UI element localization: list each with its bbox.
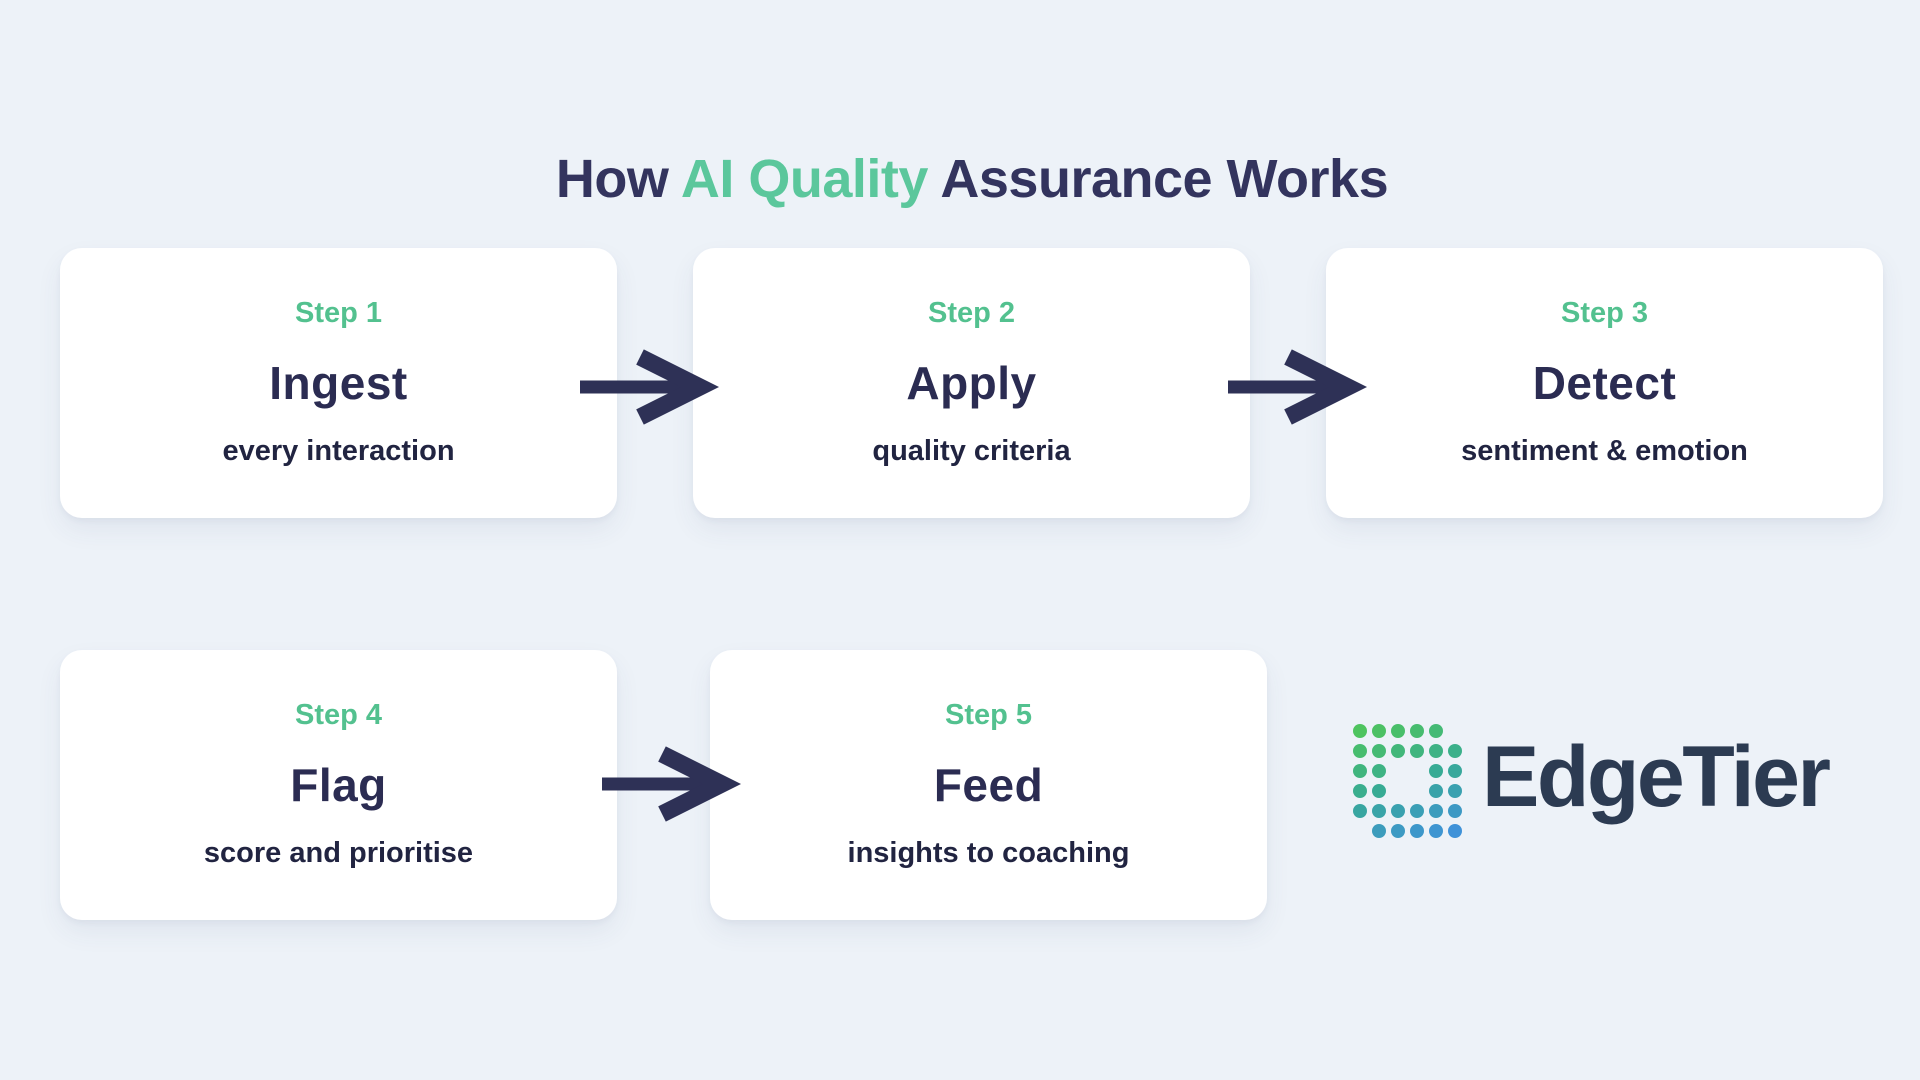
logo-dot (1372, 784, 1386, 798)
step-subtitle: quality criteria (872, 435, 1071, 468)
step-card-3: Step 3 Detect sentiment & emotion (1326, 248, 1883, 518)
logo-dots-icon (1353, 724, 1462, 838)
flow-arrow-icon-1 (580, 349, 720, 425)
step-card-1: Step 1 Ingest every interaction (60, 248, 617, 518)
logo-dot (1391, 784, 1405, 798)
logo-dot (1353, 824, 1367, 838)
logo-dot (1391, 824, 1405, 838)
logo-dot (1448, 784, 1462, 798)
logo-dot (1410, 824, 1424, 838)
step-subtitle: insights to coaching (847, 837, 1130, 870)
step-title: Flag (290, 758, 387, 811)
logo-dot (1429, 764, 1443, 778)
logo-dot (1372, 744, 1386, 758)
logo-dot (1353, 724, 1367, 738)
step-subtitle: every interaction (222, 435, 455, 468)
step-label: Step 3 (1560, 296, 1649, 329)
logo-dot (1448, 724, 1462, 738)
logo-dot (1410, 784, 1424, 798)
logo-dot (1372, 764, 1386, 778)
logo-dot (1391, 804, 1405, 818)
flow-arrow-icon-3 (602, 746, 742, 822)
logo-dot (1353, 744, 1367, 758)
logo-dot (1391, 744, 1405, 758)
logo-dot (1353, 764, 1367, 778)
step-label: Step 2 (927, 296, 1016, 329)
step-title: Apply (906, 356, 1037, 409)
logo-dot (1429, 804, 1443, 818)
logo-dot (1429, 824, 1443, 838)
step-card-5: Step 5 Feed insights to coaching (710, 650, 1267, 920)
logo-dot (1391, 724, 1405, 738)
logo-dot (1372, 804, 1386, 818)
logo-dot (1448, 804, 1462, 818)
page-title: How AI Quality Assurance Works (24, 148, 1920, 210)
logo-wordmark: EdgeTier (1482, 729, 1831, 825)
title-prefix: How (555, 149, 681, 210)
step-card-2: Step 2 Apply quality criteria (693, 248, 1250, 518)
step-card-4: Step 4 Flag score and prioritise (60, 650, 617, 920)
logo-dot (1448, 824, 1462, 838)
step-label: Step 1 (294, 296, 383, 329)
logo-dot (1410, 804, 1424, 818)
step-label: Step 5 (944, 698, 1033, 731)
logo-dot (1448, 744, 1462, 758)
logo-dot (1410, 744, 1424, 758)
logo-dot (1372, 824, 1386, 838)
step-subtitle: score and prioritise (203, 837, 474, 870)
title-highlight: AI Quality (680, 149, 929, 210)
step-label: Step 4 (294, 698, 383, 731)
logo-dot (1410, 764, 1424, 778)
logo-dot (1353, 784, 1367, 798)
logo-dot (1448, 764, 1462, 778)
logo-dot (1429, 784, 1443, 798)
step-title: Ingest (269, 356, 408, 409)
logo-dot (1391, 764, 1405, 778)
step-title: Feed (933, 758, 1044, 811)
title-suffix: Assurance Works (927, 149, 1389, 210)
logo-dot (1353, 804, 1367, 818)
step-subtitle: sentiment & emotion (1461, 435, 1748, 468)
step-title: Detect (1532, 356, 1677, 409)
logo-dot (1429, 744, 1443, 758)
flow-arrow-icon-2 (1228, 349, 1368, 425)
logo-dot (1429, 724, 1443, 738)
logo-dot (1372, 724, 1386, 738)
logo-dot (1410, 724, 1424, 738)
